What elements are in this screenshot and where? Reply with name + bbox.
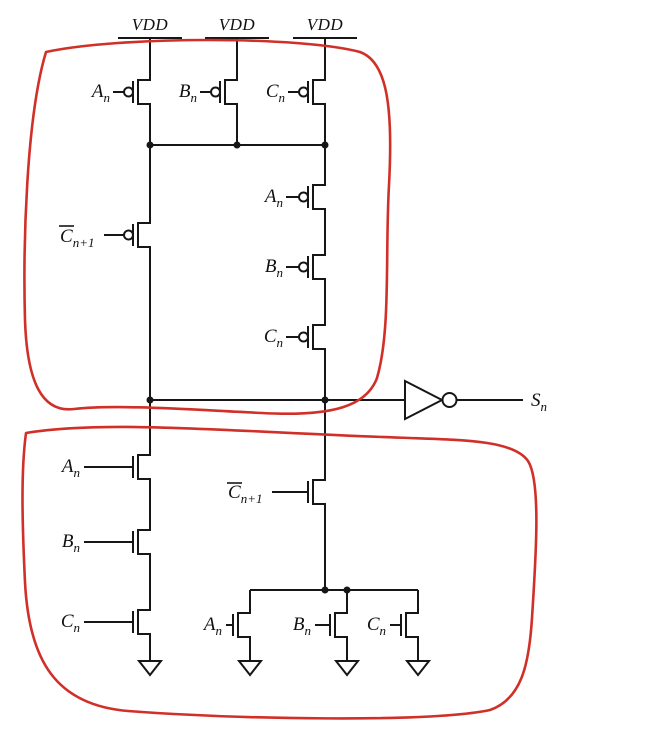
label-pmos-parallel-b: Bn bbox=[179, 81, 197, 105]
label-nmos-parallel-a: An bbox=[202, 614, 222, 638]
annotation-loop-pulldown bbox=[21, 425, 538, 720]
annotation-loops bbox=[21, 38, 538, 720]
wires-and-devices bbox=[59, 37, 523, 676]
label-nmos-series-b: Bn bbox=[62, 531, 80, 555]
label-nmos-series-c: Cn bbox=[61, 611, 80, 635]
pmos-parallel-b bbox=[200, 63, 238, 121]
label-pmos-series-b: Bn bbox=[265, 256, 283, 280]
nmos-series-a bbox=[84, 438, 151, 496]
ground-symbol bbox=[138, 660, 162, 676]
pmos-series-b bbox=[286, 238, 326, 296]
pmos-series-c bbox=[286, 308, 326, 366]
pmos-parallel-c bbox=[288, 63, 326, 121]
junction-dot bbox=[321, 586, 329, 594]
ground-symbol bbox=[335, 660, 359, 676]
label-pmos-parallel-c: Cn bbox=[266, 81, 285, 105]
junction-dot bbox=[146, 396, 154, 404]
label-pmos-series-c: Cn bbox=[264, 326, 283, 350]
label-pmos-series-a: An bbox=[263, 186, 283, 210]
inverter-bubble bbox=[441, 392, 458, 408]
pmos-cbar bbox=[59, 206, 151, 264]
label-pmos-cbar: Cn+1 bbox=[60, 226, 94, 250]
junction-dot bbox=[321, 396, 329, 404]
label-nmos-parallel-c: Cn bbox=[367, 614, 386, 638]
label-nmos-series-a: An bbox=[60, 456, 80, 480]
junction-dot bbox=[233, 141, 241, 149]
nmos-parallel-a bbox=[226, 596, 251, 654]
vdd-label-1: VDD bbox=[132, 15, 169, 34]
junction-dot bbox=[146, 141, 154, 149]
inverter-triangle bbox=[404, 379, 445, 421]
pmos-series-a bbox=[286, 168, 326, 226]
pmos-parallel-a bbox=[113, 63, 151, 121]
junction-dot bbox=[321, 141, 329, 149]
vdd-label-3: VDD bbox=[307, 15, 344, 34]
vdd-label-2: VDD bbox=[219, 15, 256, 34]
nmos-cbar bbox=[227, 463, 326, 521]
nmos-series-b bbox=[84, 513, 151, 571]
inverter bbox=[404, 379, 523, 421]
ground-symbol bbox=[238, 660, 262, 676]
label-sum-output: Sn bbox=[531, 390, 547, 414]
junction-dots bbox=[146, 141, 351, 594]
nmos-series-c bbox=[84, 593, 151, 651]
nmos-parallel-b bbox=[315, 596, 348, 654]
annotation-loop-pullup bbox=[23, 38, 392, 415]
label-nmos-cbar: Cn+1 bbox=[228, 482, 262, 506]
ground-symbol bbox=[406, 660, 430, 676]
labels: VDD VDD VDD An Bn Cn Cn+1 An Bn Cn Sn An… bbox=[60, 15, 547, 638]
label-pmos-parallel-a: An bbox=[90, 81, 110, 105]
nmos-parallel-c bbox=[390, 596, 419, 654]
label-nmos-parallel-b: Bn bbox=[293, 614, 311, 638]
junction-dot bbox=[343, 586, 351, 594]
